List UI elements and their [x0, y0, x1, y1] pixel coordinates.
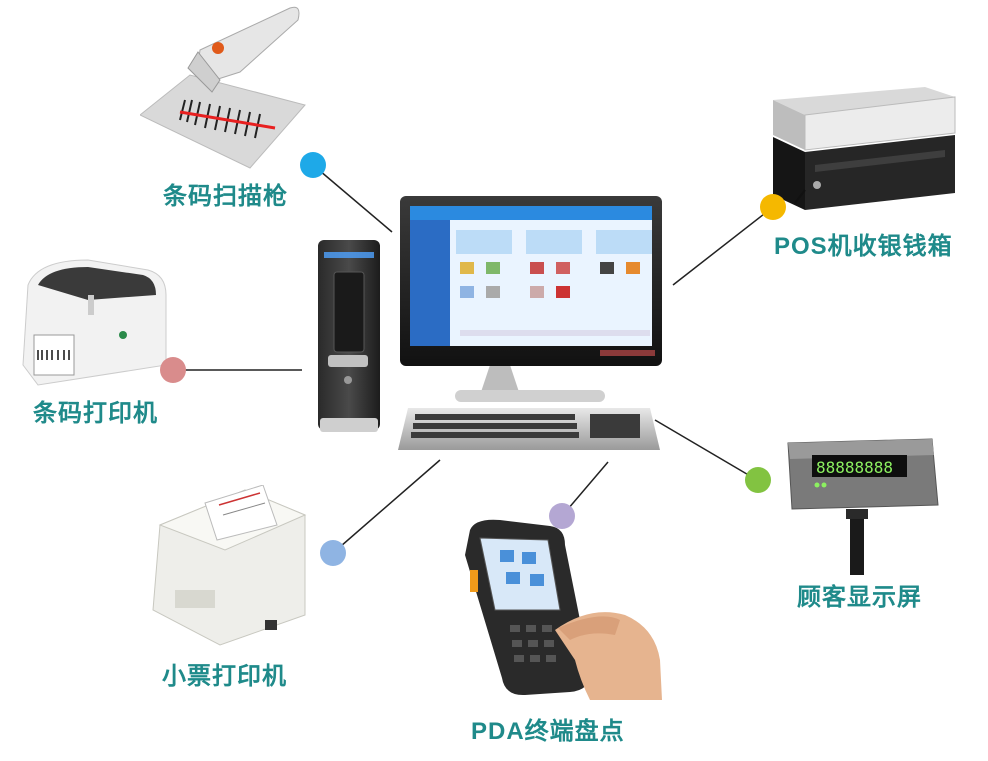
label-receipt-printer: 小票打印机 [162, 661, 287, 690]
dot-pda [549, 503, 575, 529]
label-pda: PDA终端盘点 [471, 718, 625, 745]
customer-display-reading: 88888888 [816, 458, 893, 477]
dot-receipt-printer [320, 540, 346, 566]
barcode-scanner-illustration [140, 6, 306, 169]
dot-customer-display [745, 467, 771, 493]
computer-illustration [318, 196, 662, 450]
label-barcode-printer: 条码打印机 [33, 398, 158, 427]
label-barcode-scanner: 条码扫描枪 [163, 181, 288, 210]
cash-drawer-illustration [773, 87, 956, 210]
label-customer-display: 顾客显示屏 [797, 582, 922, 611]
barcode-printer-illustration [22, 259, 167, 386]
receipt-printer-illustration [152, 485, 307, 646]
dot-barcode-scanner [300, 152, 326, 178]
customer-display-illustration: 88888888 [787, 438, 939, 575]
pda-illustration [465, 519, 662, 700]
label-cash-drawer: POS机收银钱箱 [774, 233, 953, 260]
dot-barcode-printer [160, 357, 186, 383]
dot-cash-drawer [760, 194, 786, 220]
